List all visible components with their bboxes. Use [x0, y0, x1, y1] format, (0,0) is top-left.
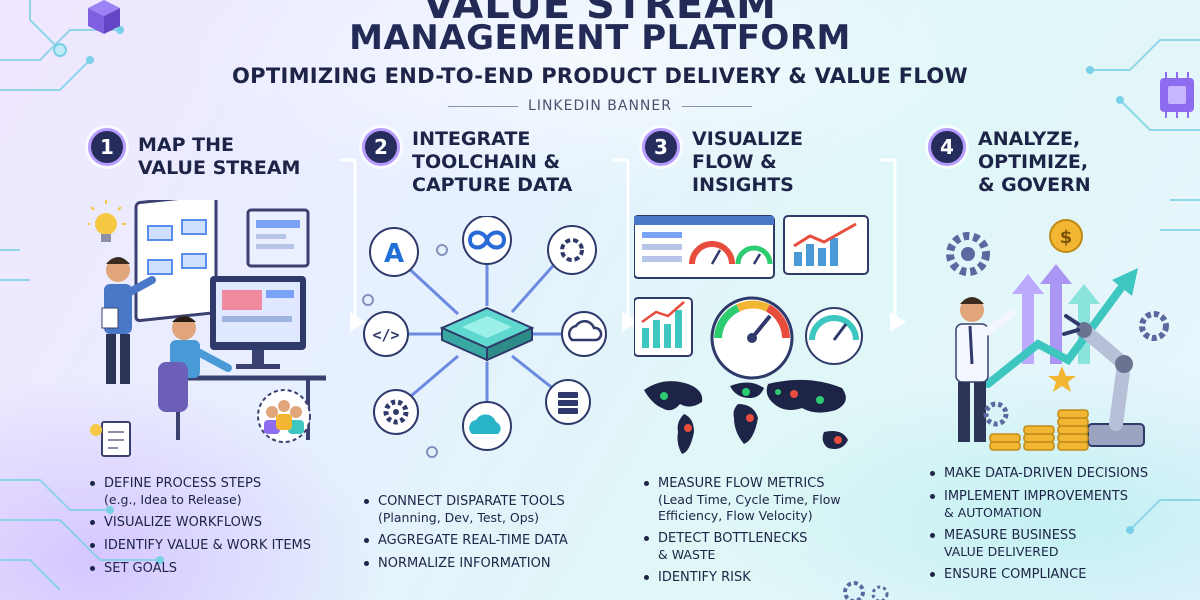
step-1: 1 MAP THE VALUE STREAM — [88, 128, 348, 598]
step-4-number: 4 — [928, 128, 966, 166]
growth-arrows-icon — [1012, 264, 1100, 364]
list-item: DEFINE PROCESS STEPS(e.g., Idea to Relea… — [88, 476, 348, 508]
gear-right-icon — [1139, 311, 1169, 341]
list-item: ENSURE COMPLIANCE — [928, 567, 1180, 583]
gear-bottom-icon — [843, 581, 889, 600]
dashboard-illustration — [634, 215, 869, 454]
step-1-number: 1 — [88, 128, 126, 166]
list-item: SET GOALS — [88, 561, 348, 577]
team-icon — [257, 389, 311, 443]
integration-hub-illustration: A </> — [362, 216, 607, 458]
step-4-title-line3: & GOVERN — [978, 174, 1091, 196]
gauge-small-icon — [689, 241, 735, 265]
step-1-bullets: DEFINE PROCESS STEPS(e.g., Idea to Relea… — [88, 476, 348, 584]
list-item: VISUALIZE WORKFLOWS — [88, 515, 348, 531]
hotspot-markers — [660, 388, 842, 444]
step-4-bullets: MAKE DATA-DRIVEN DECISIONS IMPLEMENT IMP… — [928, 466, 1180, 590]
bar-chart-icon — [794, 238, 838, 266]
step-4: 4 ANALYZE, OPTIMIZE, & GOVERN $ — [928, 128, 1180, 598]
gear-icon — [373, 389, 419, 435]
database-icon — [545, 379, 591, 425]
step-1-title: MAP THE VALUE STREAM — [138, 134, 300, 180]
world-map-icon — [644, 379, 848, 454]
cloud-upload-icon — [561, 311, 607, 357]
list-item: IDENTIFY RISK — [642, 570, 892, 586]
plugin-icon — [547, 225, 597, 275]
step-2-bullets: CONNECT DISPARATE TOOLS(Planning, Dev, T… — [362, 494, 622, 579]
cube-icon — [88, 0, 120, 34]
robot-arm-icon — [1062, 314, 1145, 447]
list-item: IMPLEMENT IMPROVEMENTS& AUTOMATION — [928, 489, 1180, 521]
central-hub-icon — [439, 306, 535, 362]
step-2-header: 2 INTEGRATE TOOLCHAIN & CAPTURE DATA — [362, 128, 572, 197]
list-item: MAKE DATA-DRIVEN DECISIONS — [928, 466, 1180, 482]
step-3-title-line1: VISUALIZE — [692, 128, 803, 150]
list-item: CONNECT DISPARATE TOOLS(Planning, Dev, T… — [362, 494, 622, 526]
step-3-title: VISUALIZE FLOW & INSIGHTS — [692, 128, 803, 197]
page-title: MANAGEMENT PLATFORM — [349, 18, 851, 58]
svg-text:$: $ — [1060, 227, 1073, 248]
code-icon: </> — [363, 311, 409, 357]
coin-stack-icon — [989, 409, 1089, 451]
list-item: AGGREGATE REAL-TIME DATA — [362, 533, 622, 549]
svg-text:A: A — [384, 239, 404, 269]
step-1-title-line2: VALUE STREAM — [138, 157, 301, 179]
gear-small-icon — [983, 401, 1009, 427]
arrow-2-icon — [622, 312, 638, 332]
optimization-illustration: $ — [946, 219, 1169, 451]
cloud-icon — [462, 401, 512, 451]
gear-large-icon — [946, 232, 990, 276]
step-1-header: 1 MAP THE VALUE STREAM — [88, 128, 300, 180]
chip-icon — [1160, 72, 1194, 118]
step-2: 2 INTEGRATE TOOLCHAIN & CAPTURE DATA A <… — [362, 128, 622, 598]
gauge-small-2-icon — [735, 245, 773, 265]
step-2-title-line1: INTEGRATE — [412, 128, 531, 150]
trend-arrow-icon — [984, 280, 1128, 388]
azure-icon: A — [369, 227, 419, 277]
banner-tag-label: LINKEDIN BANNER — [528, 98, 672, 114]
divider-right — [681, 105, 752, 107]
circuit-decoration-right — [1086, 39, 1200, 534]
step-4-title: ANALYZE, OPTIMIZE, & GOVERN — [978, 128, 1091, 197]
banner-tag: LINKEDIN BANNER — [0, 98, 1200, 114]
list-item: MEASURE FLOW METRICS(Lead Time, Cycle Ti… — [642, 476, 892, 524]
step-3-bullets: MEASURE FLOW METRICS(Lead Time, Cycle Ti… — [642, 476, 892, 593]
step-3-title-line3: INSIGHTS — [692, 174, 794, 196]
document-icon — [90, 421, 131, 457]
title-top: VALUE STREAM — [423, 0, 777, 28]
arrow-3-icon — [890, 312, 906, 332]
step-1-title-line1: MAP THE — [138, 134, 234, 156]
lightbulb-icon — [88, 200, 126, 242]
divider-left — [448, 105, 519, 107]
step-2-title-line3: CAPTURE DATA — [412, 174, 573, 196]
step-3-header: 3 VISUALIZE FLOW & INSIGHTS — [642, 128, 803, 197]
gauge-right-icon — [805, 307, 863, 365]
step-4-title-line2: OPTIMIZE, — [978, 151, 1089, 173]
infinity-icon — [462, 216, 512, 265]
coin-dollar-icon: $ — [1049, 219, 1083, 253]
step-2-number: 2 — [362, 128, 400, 166]
list-item: NORMALIZE INFORMATION — [362, 556, 622, 572]
step-3: 3 VISUALIZE FLOW & INSIGHTS — [634, 128, 892, 598]
list-item: DETECT BOTTLENECKS& WASTE — [642, 531, 892, 563]
step-4-title-line1: ANALYZE, — [978, 128, 1081, 150]
step-3-number: 3 — [642, 128, 680, 166]
subtitle: OPTIMIZING END-TO-END PRODUCT DELIVERY &… — [232, 64, 968, 88]
step-4-header: 4 ANALYZE, OPTIMIZE, & GOVERN — [928, 128, 1091, 197]
mapping-illustration — [88, 200, 326, 457]
step-3-title-line2: FLOW & — [692, 151, 777, 173]
step-2-title-line2: TOOLCHAIN & — [412, 151, 561, 173]
list-item: IDENTIFY VALUE & WORK ITEMS — [88, 538, 348, 554]
circuit-decoration-left — [0, 0, 164, 591]
arrow-1-icon — [350, 312, 366, 332]
step-2-title: INTEGRATE TOOLCHAIN & CAPTURE DATA — [412, 128, 572, 197]
svg-text:</>: </> — [372, 326, 399, 344]
speedometer-icon — [710, 296, 794, 380]
star-icon — [1048, 366, 1076, 392]
